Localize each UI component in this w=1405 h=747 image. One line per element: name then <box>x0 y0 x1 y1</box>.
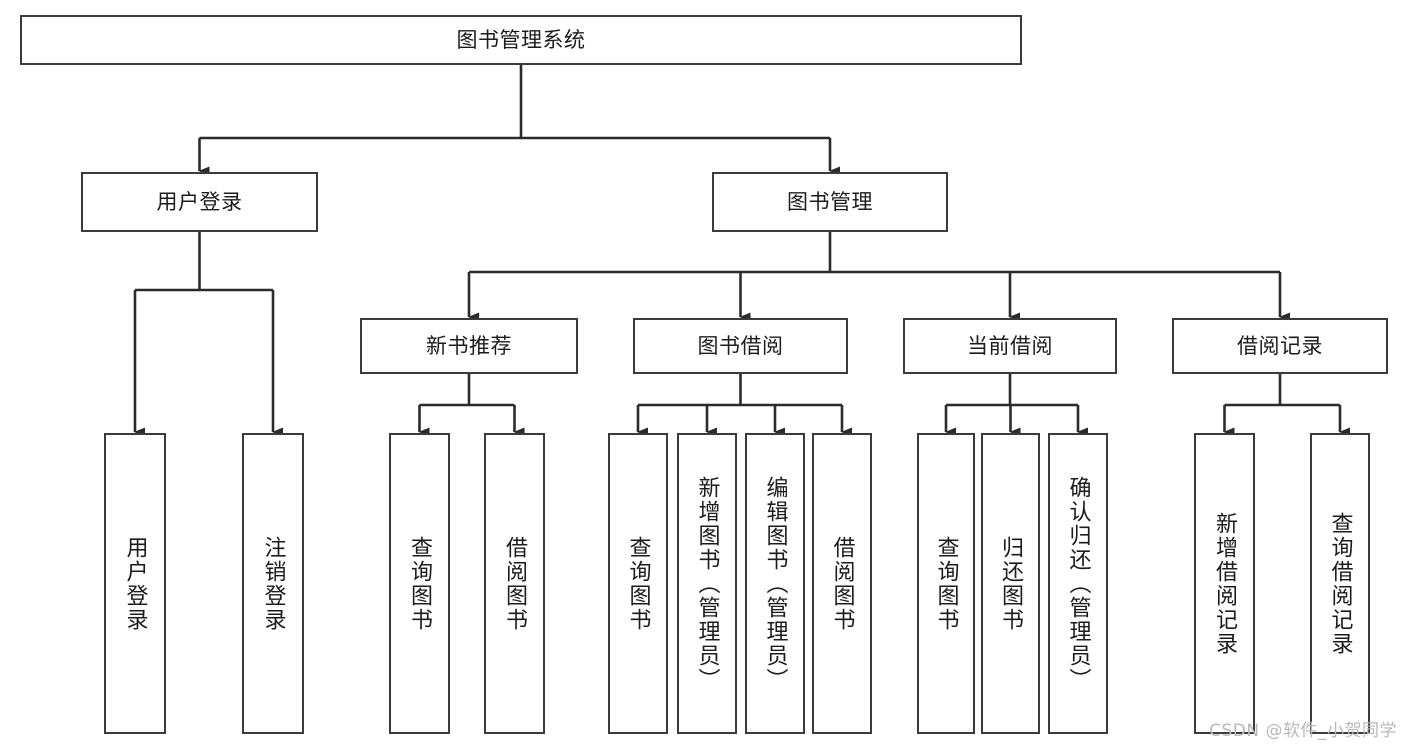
node-user-login[interactable]: 用户登录 <box>81 172 318 232</box>
node-leaf-rec-query[interactable]: 查询图书 <box>389 433 450 734</box>
node-book-manage-label: 图书管理 <box>787 189 873 214</box>
node-leaf-borrow-add-label: 新增图书（管理员） <box>694 475 720 692</box>
node-leaf-rec-borrow-label: 借阅图书 <box>502 535 528 632</box>
node-leaf-borrow-edit-label: 编辑图书（管理员） <box>762 475 788 692</box>
node-current-borrow-label: 当前借阅 <box>967 333 1053 358</box>
node-leaf-cur-query-label: 查询图书 <box>933 535 959 632</box>
node-leaf-cur-return[interactable]: 归还图书 <box>981 433 1040 734</box>
node-leaf-borrow-do[interactable]: 借阅图书 <box>812 433 872 734</box>
node-leaf-cur-confirm[interactable]: 确认归还（管理员） <box>1048 433 1108 734</box>
node-leaf-user-login-label: 用户登录 <box>122 535 148 632</box>
node-leaf-cur-return-label: 归还图书 <box>998 535 1024 632</box>
node-leaf-borrow-do-label: 借阅图书 <box>829 535 855 632</box>
node-leaf-borrow-add[interactable]: 新增图书（管理员） <box>677 433 737 734</box>
node-new-book-rec-label: 新书推荐 <box>426 333 512 358</box>
node-leaf-rec-search-label: 查询借阅记录 <box>1327 511 1353 656</box>
node-leaf-logout[interactable]: 注销登录 <box>242 433 304 734</box>
node-leaf-rec-add[interactable]: 新增借阅记录 <box>1194 433 1255 734</box>
node-leaf-logout-label: 注销登录 <box>260 535 286 632</box>
csdn-watermark: CSDN @软件_小贺同学 <box>1209 721 1397 741</box>
node-book-borrow[interactable]: 图书借阅 <box>633 318 848 374</box>
node-borrow-record[interactable]: 借阅记录 <box>1172 318 1388 374</box>
node-book-borrow-label: 图书借阅 <box>697 333 784 358</box>
node-leaf-user-login[interactable]: 用户登录 <box>104 433 166 734</box>
node-borrow-record-label: 借阅记录 <box>1237 333 1323 358</box>
node-leaf-cur-confirm-label: 确认归还（管理员） <box>1065 475 1091 692</box>
node-leaf-borrow-query-label: 查询图书 <box>625 535 651 632</box>
node-current-borrow[interactable]: 当前借阅 <box>903 318 1117 374</box>
node-leaf-rec-query-label: 查询图书 <box>407 535 433 632</box>
node-leaf-borrow-query[interactable]: 查询图书 <box>608 433 668 734</box>
node-leaf-borrow-edit[interactable]: 编辑图书（管理员） <box>745 433 805 734</box>
node-book-manage[interactable]: 图书管理 <box>712 172 948 232</box>
node-leaf-rec-borrow[interactable]: 借阅图书 <box>484 433 545 734</box>
node-leaf-cur-query[interactable]: 查询图书 <box>917 433 975 734</box>
node-leaf-rec-search[interactable]: 查询借阅记录 <box>1310 433 1370 734</box>
node-user-login-label: 用户登录 <box>156 189 243 214</box>
node-leaf-rec-add-label: 新增借阅记录 <box>1212 511 1238 656</box>
node-root[interactable]: 图书管理系统 <box>20 15 1022 65</box>
node-new-book-rec[interactable]: 新书推荐 <box>360 318 578 374</box>
node-root-label: 图书管理系统 <box>456 27 586 52</box>
